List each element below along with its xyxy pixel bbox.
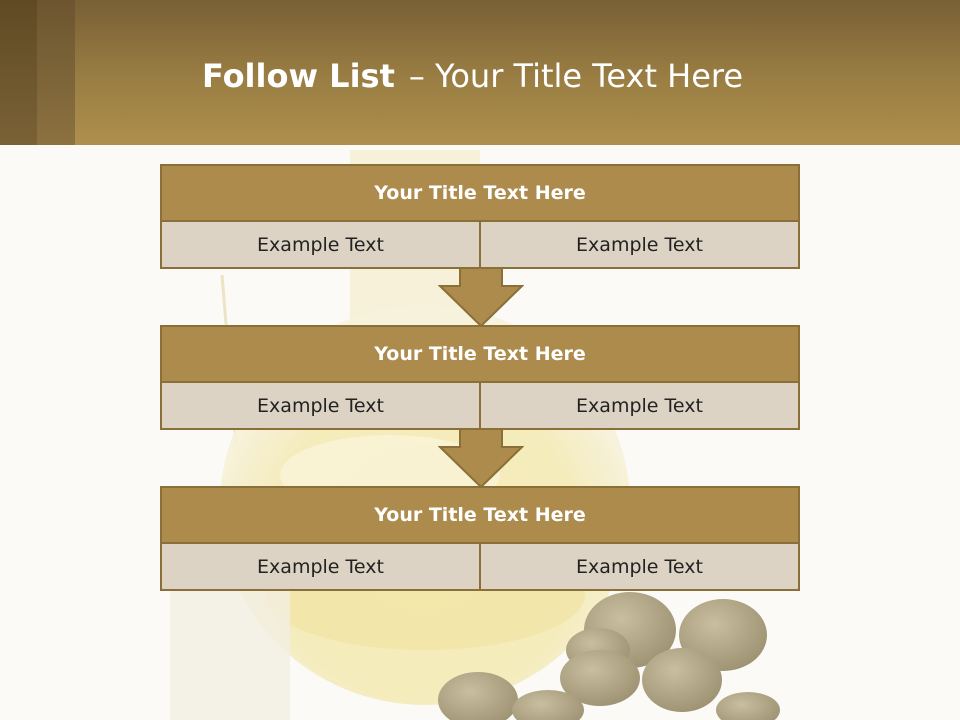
follow-list-step-3: Your Title Text Here Example Text Exampl…	[160, 486, 800, 591]
step-cell-left: Example Text	[162, 222, 479, 267]
step-row: Example Text Example Text	[162, 544, 798, 589]
step-cell-right: Example Text	[479, 222, 798, 267]
step-title: Your Title Text Here	[162, 166, 798, 222]
down-arrow-icon	[438, 268, 524, 328]
step-row: Example Text Example Text	[162, 383, 798, 428]
slide-title-bold: Follow List	[202, 57, 395, 95]
slide-title-subtitle: – Your Title Text Here	[408, 57, 744, 95]
slide-header: Follow List – Your Title Text Here	[0, 0, 960, 145]
header-accent-stripe	[37, 0, 75, 145]
slide-title: Follow List – Your Title Text Here	[202, 56, 743, 96]
follow-list-step-1: Your Title Text Here Example Text Exampl…	[160, 164, 800, 269]
down-arrow-icon	[438, 429, 524, 489]
step-cell-right: Example Text	[479, 544, 798, 589]
header-accent-stripe	[0, 0, 37, 145]
step-title: Your Title Text Here	[162, 327, 798, 383]
step-row: Example Text Example Text	[162, 222, 798, 267]
step-cell-right: Example Text	[479, 383, 798, 428]
step-title: Your Title Text Here	[162, 488, 798, 544]
step-cell-left: Example Text	[162, 383, 479, 428]
step-cell-left: Example Text	[162, 544, 479, 589]
follow-list-step-2: Your Title Text Here Example Text Exampl…	[160, 325, 800, 430]
